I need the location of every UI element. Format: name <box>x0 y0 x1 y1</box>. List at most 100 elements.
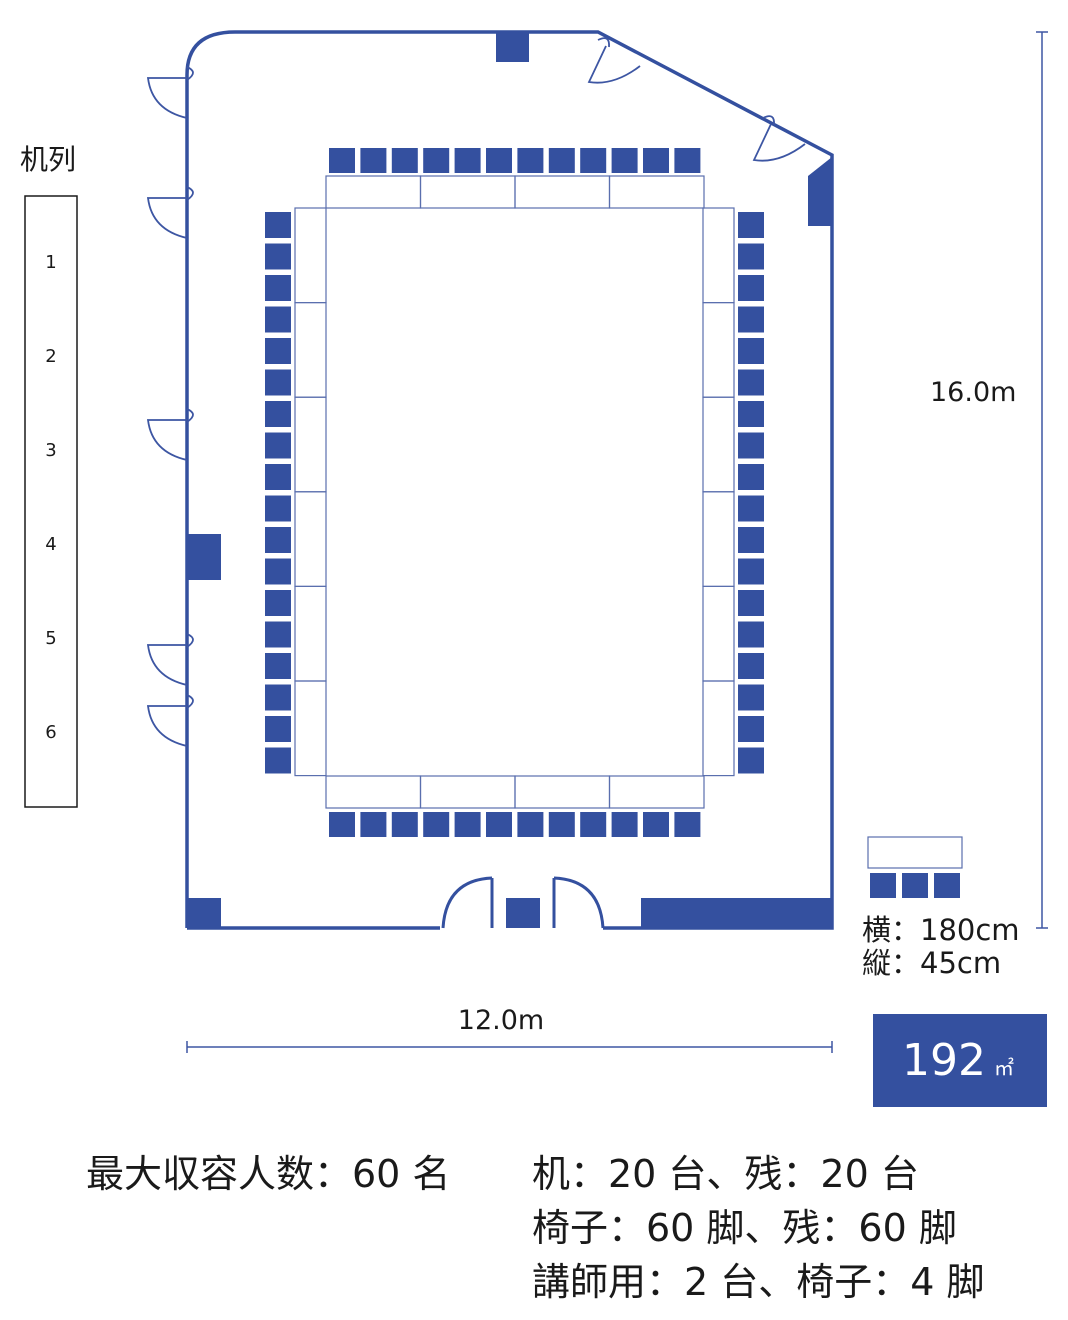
chair <box>391 148 418 173</box>
chair <box>486 812 512 837</box>
chair <box>548 812 575 837</box>
row-header: 机列 <box>20 143 76 176</box>
entrance-door <box>553 876 605 929</box>
chair <box>517 148 544 173</box>
chair <box>738 527 764 553</box>
row-label: 4 <box>45 534 56 555</box>
equipment-line-tables: 机：20 台、残：20 台 <box>532 1152 919 1196</box>
area-badge <box>873 1014 1047 1107</box>
table-width-label: 横：180cm <box>862 913 1020 947</box>
table <box>608 175 705 209</box>
equipment-list: 机：20 台、残：20 台 椅子：60 脚、残：60 脚 講師用：2 台、椅子：… <box>532 1148 985 1310</box>
equipment-line-chairs: 椅子：60 脚、残：60 脚 <box>532 1206 957 1250</box>
area-value: 192 <box>902 1035 986 1086</box>
chair <box>360 812 387 837</box>
chair <box>486 148 512 173</box>
chair-legend-sample <box>934 873 960 898</box>
wall-pillar <box>187 898 221 928</box>
chair <box>738 401 764 427</box>
row-label: 5 <box>45 628 56 649</box>
chair <box>738 464 764 490</box>
door <box>146 633 194 686</box>
chair <box>265 653 291 679</box>
chair <box>738 338 764 364</box>
table-legend-sample <box>867 836 963 869</box>
chair <box>329 812 355 837</box>
table <box>294 491 327 587</box>
row-label: 2 <box>45 346 56 367</box>
chair <box>738 653 764 679</box>
table-depth-label: 縦：45cm <box>862 946 1001 980</box>
wall-pillar <box>808 157 832 226</box>
capacity-text: 最大収容人数：60 名 <box>86 1152 451 1196</box>
chair <box>738 747 764 774</box>
door <box>146 186 194 239</box>
chair <box>265 747 291 774</box>
area-unit: ㎡ <box>994 1056 1014 1080</box>
door <box>146 408 194 461</box>
chair <box>643 148 669 173</box>
chair <box>265 684 291 711</box>
chair <box>674 812 701 837</box>
door <box>146 66 194 119</box>
chair <box>265 306 291 333</box>
chair <box>738 684 764 711</box>
chair <box>329 148 355 173</box>
chair <box>738 306 764 333</box>
chair <box>738 495 764 522</box>
chair <box>265 464 291 490</box>
chair <box>265 621 291 648</box>
chair <box>265 243 291 270</box>
chair <box>423 148 450 173</box>
chair <box>265 527 291 553</box>
wall-counter <box>641 898 832 928</box>
chair <box>265 432 291 459</box>
chair <box>738 369 764 396</box>
width-dimension-line <box>186 1041 833 1053</box>
row-legend-box <box>24 195 78 808</box>
wall-pillar <box>506 898 540 928</box>
chair <box>643 812 669 837</box>
chair <box>738 621 764 648</box>
row-label: 6 <box>45 722 56 743</box>
chair <box>391 812 418 837</box>
chair <box>738 590 764 616</box>
chair <box>454 148 481 173</box>
chair-legend-sample <box>902 873 928 898</box>
chair <box>580 148 607 173</box>
wall-pillar <box>496 32 529 62</box>
chair <box>454 812 481 837</box>
table <box>702 491 735 587</box>
chair <box>265 401 291 427</box>
chair <box>265 275 291 301</box>
chair <box>738 432 764 459</box>
entrance-jamb <box>490 878 556 928</box>
height-dimension-label: 16.0m <box>930 377 1016 408</box>
chair <box>265 716 291 742</box>
chair <box>738 243 764 270</box>
chair <box>265 369 291 396</box>
chair <box>738 558 764 585</box>
room-walls <box>185 30 834 930</box>
table <box>325 775 422 809</box>
table <box>702 207 735 304</box>
chair <box>674 148 701 173</box>
chair <box>580 812 607 837</box>
width-dimension-label: 12.0m <box>458 1005 544 1036</box>
table <box>514 775 611 809</box>
chair <box>423 812 450 837</box>
entrance-door <box>441 876 493 929</box>
chair <box>265 590 291 616</box>
table <box>294 207 327 304</box>
table <box>702 396 735 493</box>
chair <box>611 812 638 837</box>
chair <box>738 275 764 301</box>
chair <box>265 212 291 238</box>
table <box>419 775 516 809</box>
table <box>419 175 516 209</box>
chair <box>738 716 764 742</box>
table <box>294 396 327 493</box>
table <box>702 585 735 682</box>
